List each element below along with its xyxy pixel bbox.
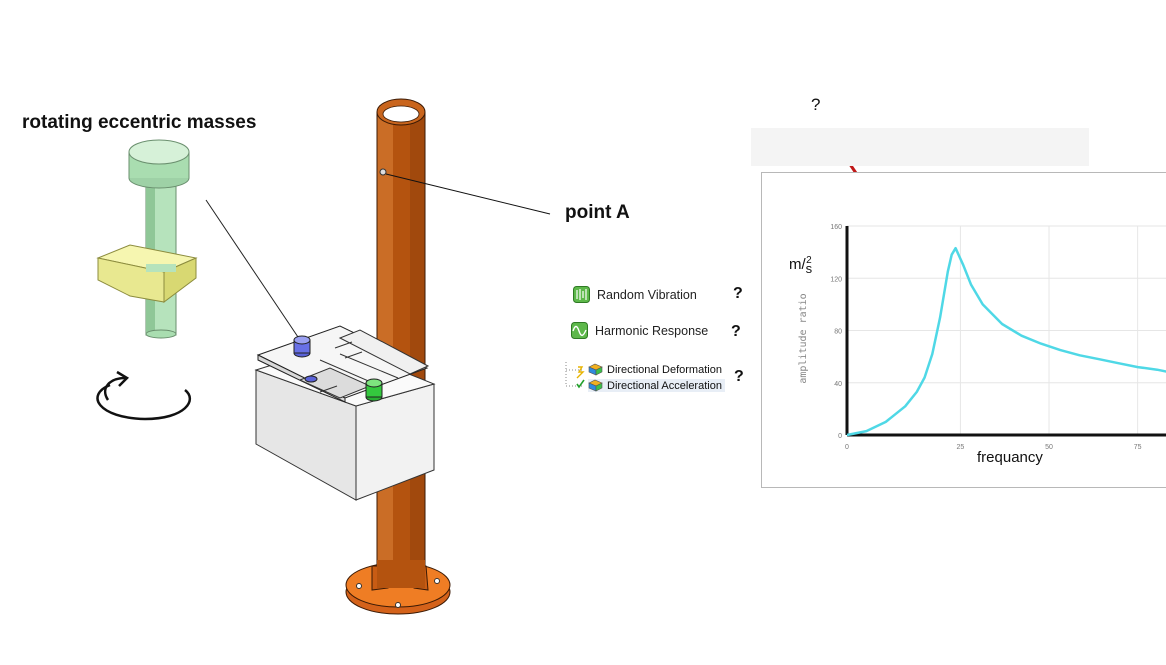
y-tick-label: 40	[834, 381, 842, 388]
result-question: ?	[734, 368, 744, 385]
x-tick-label: 25	[957, 444, 965, 451]
x-tick-label: 75	[1134, 444, 1142, 451]
y-tick-label: 120	[830, 276, 842, 283]
random-vibration-icon	[573, 286, 590, 303]
leader-line-point-a	[385, 173, 551, 215]
rotating-masses-label: rotating eccentric masses	[22, 112, 257, 133]
y-axis-title: amplitude ratio	[798, 293, 809, 383]
graph-unit-label: m/s2	[789, 255, 813, 276]
y-tick-label: 80	[834, 329, 842, 336]
legend-harmonic-response[interactable]: Harmonic Response	[571, 322, 708, 339]
directional-acceleration-label: Directional Acceleration	[607, 379, 722, 392]
graph-question-mark: ?	[811, 95, 821, 114]
rotation-arrow-icon	[96, 370, 192, 421]
x-tick-label: 0	[845, 444, 849, 451]
legend-random-vibration[interactable]: Random Vibration	[573, 286, 697, 303]
eccentric-mass-assembly	[96, 139, 198, 339]
leader-line-masses	[205, 199, 301, 341]
random-vibration-question: ?	[733, 285, 743, 302]
y-tick-label: 0	[838, 433, 842, 440]
deformation-result-icon	[588, 363, 603, 376]
tree-connectors	[565, 362, 585, 389]
harmonic-response-label: Harmonic Response	[595, 323, 709, 338]
graph-panel-backdrop	[751, 128, 1089, 166]
tree-item-directional-deformation[interactable]: Directional Deformation	[588, 363, 722, 376]
harmonic-response-icon	[571, 322, 588, 339]
pole-base	[345, 560, 451, 615]
harmonic-response-question: ?	[731, 323, 741, 340]
vibrator-housing	[254, 325, 436, 501]
random-vibration-label: Random Vibration	[597, 287, 697, 302]
acceleration-result-icon	[588, 379, 603, 392]
mass-disk-top	[128, 139, 190, 165]
x-tick-label: 50	[1045, 444, 1053, 451]
point-a-label: point A	[565, 202, 630, 223]
pole	[376, 98, 426, 582]
graph-x-label: frequancy	[977, 449, 1043, 466]
point-a-marker	[379, 168, 387, 176]
y-tick-label: 160	[830, 224, 842, 231]
series-line	[846, 246, 1166, 437]
directional-deformation-label: Directional Deformation	[607, 363, 722, 376]
tree-item-directional-acceleration[interactable]: Directional Acceleration	[588, 379, 725, 392]
frequency-response-chart: 0 40 80 120 160 0 25 50 75 amplitude ratio	[798, 224, 1166, 451]
